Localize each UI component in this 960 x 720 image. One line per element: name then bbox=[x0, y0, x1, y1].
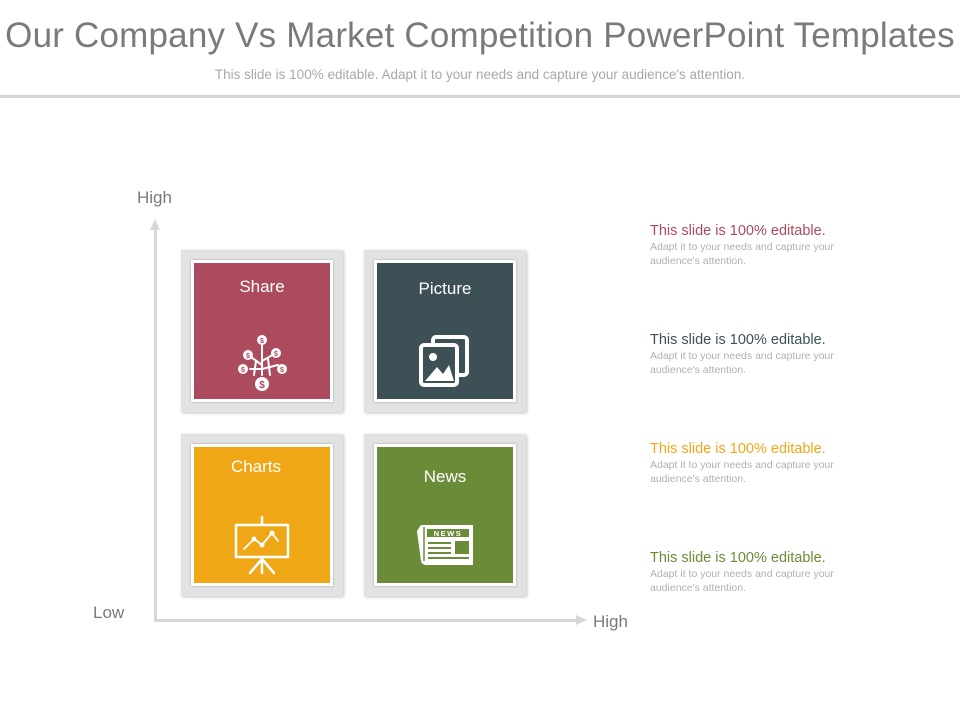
tile-share[interactable]: Share $ $ $ bbox=[191, 260, 333, 402]
tile-charts-label: Charts bbox=[230, 457, 282, 476]
note-1-title: This slide is 100% editable. bbox=[650, 223, 826, 239]
slide-title: Our Company Vs Market Competition PowerP… bbox=[5, 16, 955, 55]
tile-charts[interactable]: Charts bbox=[191, 444, 333, 586]
newspaper-icon-text: NEWS bbox=[434, 529, 463, 538]
newspaper-icon: NEWS bbox=[417, 525, 473, 565]
note-3-title: This slide is 100% editable. bbox=[650, 441, 826, 457]
note-3-body: Adapt it to your needs and capture your … bbox=[650, 459, 834, 485]
svg-text:$: $ bbox=[274, 351, 278, 358]
note-2-body: Adapt it to your needs and capture your … bbox=[650, 350, 834, 376]
tile-news[interactable]: News NEWS bbox=[374, 444, 516, 586]
tile-charts-frame: Charts bbox=[181, 434, 343, 596]
note-4: This slide is 100% editable. Adapt it to… bbox=[650, 549, 880, 595]
x-axis-arrow bbox=[576, 615, 587, 625]
tile-picture-frame: Picture bbox=[364, 250, 526, 412]
note-2: This slide is 100% editable. Adapt it to… bbox=[650, 331, 880, 377]
tile-news-label: News bbox=[423, 467, 467, 486]
note-1-body: Adapt it to your needs and capture your … bbox=[650, 241, 834, 267]
y-axis-arrow bbox=[150, 219, 160, 230]
note-2-title: This slide is 100% editable. bbox=[650, 332, 826, 348]
svg-text:$: $ bbox=[259, 380, 265, 391]
pictures-icon bbox=[419, 335, 469, 387]
axis-low-label: Low bbox=[93, 603, 125, 622]
header-divider bbox=[0, 95, 960, 98]
y-axis-line bbox=[154, 228, 157, 622]
slide-subtitle: This slide is 100% editable. Adapt it to… bbox=[214, 67, 746, 82]
svg-text:$: $ bbox=[280, 367, 284, 374]
svg-text:$: $ bbox=[260, 338, 264, 345]
tile-picture[interactable]: Picture bbox=[374, 260, 516, 402]
tile-share-label: Share bbox=[239, 277, 285, 296]
note-3: This slide is 100% editable. Adapt it to… bbox=[650, 440, 880, 486]
x-axis-line bbox=[154, 619, 578, 622]
svg-text:$: $ bbox=[246, 353, 250, 360]
presentation-board-icon bbox=[234, 515, 290, 575]
x-axis-high-label: High bbox=[593, 612, 628, 631]
y-axis-high-label: High bbox=[137, 188, 172, 207]
tile-news-frame: News NEWS bbox=[364, 434, 526, 596]
note-4-title: This slide is 100% editable. bbox=[650, 550, 826, 566]
tile-picture-label: Picture bbox=[418, 279, 472, 298]
note-4-body: Adapt it to your needs and capture your … bbox=[650, 568, 834, 594]
tile-share-frame: Share $ $ $ bbox=[181, 250, 343, 412]
svg-text:$: $ bbox=[241, 367, 245, 374]
note-1: This slide is 100% editable. Adapt it to… bbox=[650, 222, 880, 268]
money-tree-icon: $ $ $ $ $ $ bbox=[238, 335, 287, 391]
